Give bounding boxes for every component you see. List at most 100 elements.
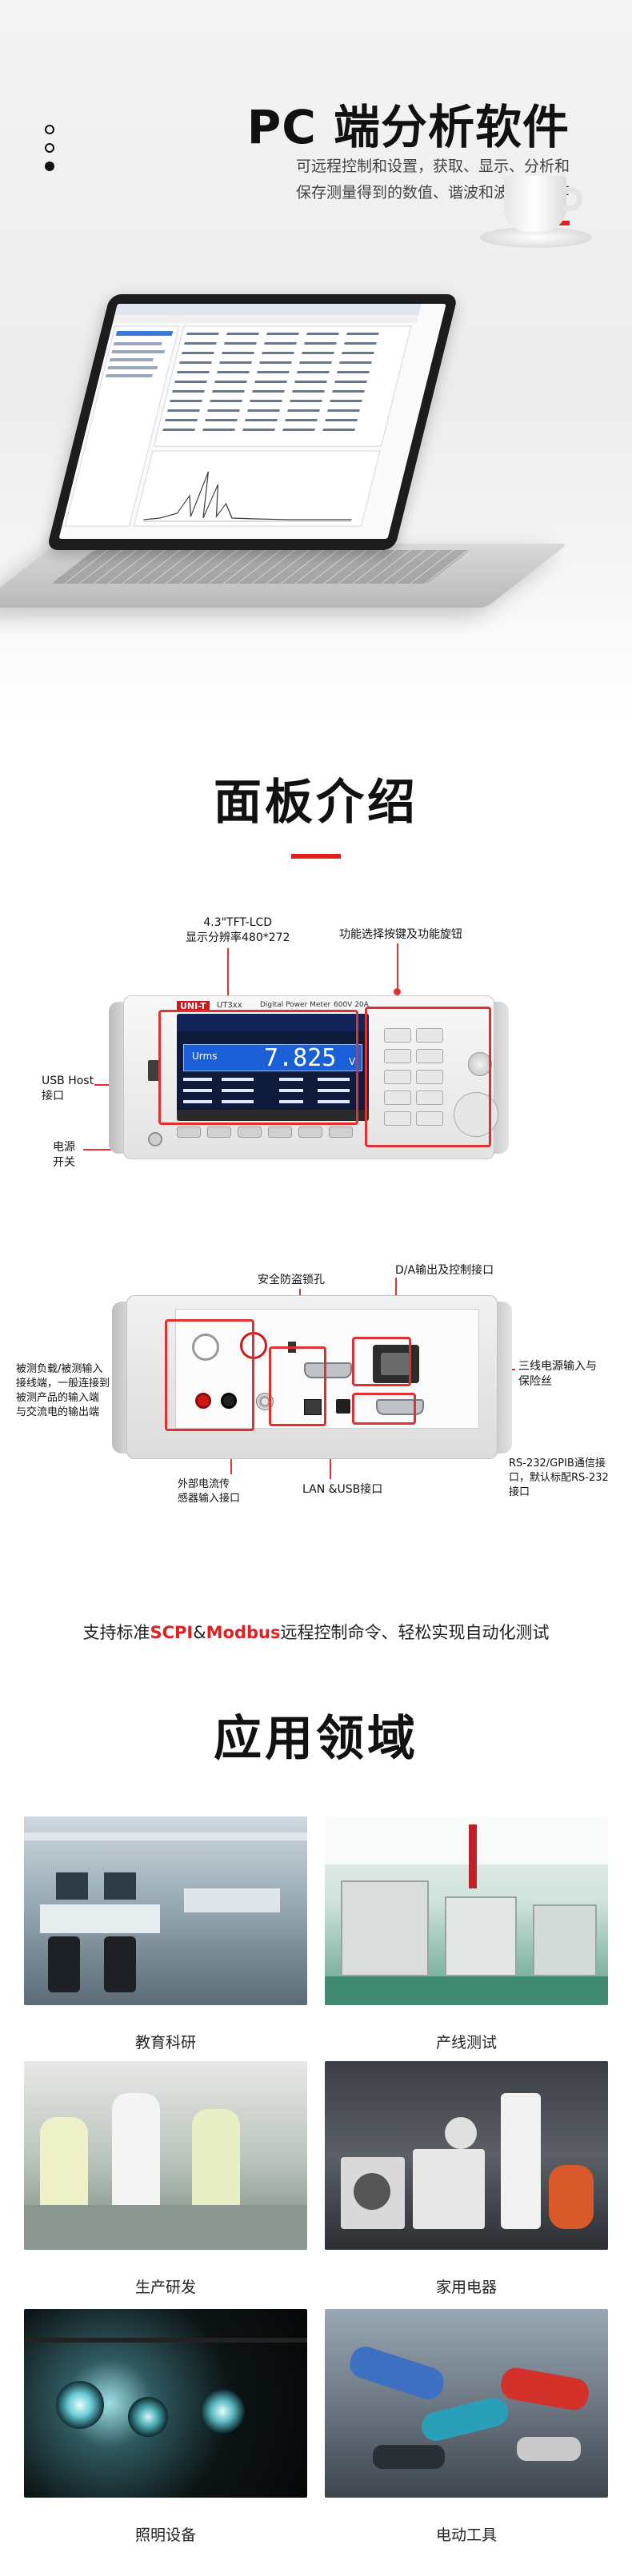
black-input-terminal-icon (221, 1393, 237, 1409)
screen-unit: V (349, 1056, 356, 1067)
usb-host-label: USB Host 接口 (42, 1075, 94, 1103)
function-key[interactable] (384, 1049, 411, 1063)
device-name: Digital Power Meter (260, 1001, 331, 1009)
power-highlight-box (352, 1337, 411, 1386)
da-lan-highlight-box (269, 1346, 326, 1426)
softkey-1[interactable] (177, 1127, 201, 1138)
software-screenshot (58, 304, 446, 539)
power-switch-label: 电源 开关 (53, 1141, 75, 1169)
app-item-production-line: 产线测试 (325, 1816, 608, 2052)
brand-logo: UNI-T (177, 1001, 210, 1011)
screen-param: Urms (192, 1051, 218, 1062)
app-item-home-appliances: 家用电器 (325, 2061, 608, 2297)
usb-port-icon (336, 1399, 350, 1414)
usb-host-port-icon (148, 1060, 161, 1081)
app-caption: 照明设备 (134, 2526, 196, 2544)
pc-software-description: 可远程控制和设置，获取、显示、分析和 保存测量得到的数值、谐波和波形数据等 (295, 158, 570, 201)
pager-dots (45, 125, 56, 180)
applications-title: 应用领域 (214, 1711, 418, 1767)
lcd-highlight-box (158, 1010, 358, 1125)
power-tools-photo (325, 2309, 608, 2498)
function-key[interactable] (416, 1049, 443, 1063)
lan-port-icon (304, 1399, 322, 1415)
power-button-icon[interactable] (148, 1132, 162, 1146)
lan-usb-label: LAN &USB接口 (302, 1483, 383, 1496)
keys-highlight-box (365, 1007, 491, 1147)
laptop-screen (46, 294, 458, 550)
function-key[interactable] (384, 1091, 411, 1105)
app-item-lighting: 照明设备 (24, 2309, 307, 2545)
app-item-rnd: 生产研发 (24, 2061, 307, 2297)
power-input-label: 三线电源输入与 保险丝 (518, 1360, 597, 1388)
home-appliances-photo (325, 2061, 608, 2250)
accent-bar (291, 854, 341, 859)
pager-dot-icon (45, 125, 54, 134)
function-key[interactable] (416, 1111, 443, 1126)
laptop-base (0, 544, 568, 608)
measured-input-label: 被测负载/被测输入 接线端，一般连接到 被测产品的输入端 与交流电的输出端 (16, 1363, 110, 1418)
app-item-power-tools: 电动工具 (325, 2309, 608, 2545)
app-caption: 产线测试 (435, 2034, 497, 2052)
app-caption: 电动工具 (435, 2526, 497, 2544)
rs232-highlight-box (352, 1393, 416, 1425)
softkey-4[interactable] (268, 1127, 292, 1138)
pager-dot-icon (45, 143, 54, 153)
front-panel-illustration: UNI-T UT3xx Digital Power Meter 600V 20A… (109, 995, 509, 1159)
cup-body (504, 176, 566, 232)
function-key-group (384, 1028, 480, 1140)
lock-hole-label: 安全防盗锁孔 (258, 1274, 325, 1286)
function-keys-label: 功能选择按键及功能旋钮 (339, 928, 462, 941)
function-key[interactable] (416, 1070, 443, 1084)
function-key[interactable] (384, 1111, 411, 1126)
screen-status-bar (177, 1014, 369, 1031)
function-key[interactable] (416, 1091, 443, 1105)
screen-main-reading: Urms 7.825 V (183, 1044, 362, 1072)
screen-value: 7.825 (264, 1044, 337, 1072)
pc-software-section: PC 端分析软件 可远程控制和设置，获取、显示、分析和 保存测量得到的数值、谐波… (0, 0, 632, 720)
softkey-row (177, 1126, 377, 1143)
panel-intro-title: 面板介绍 (214, 775, 418, 831)
red-input-terminal-icon (195, 1393, 211, 1409)
screen-softkey-bar (177, 1110, 369, 1121)
softkey-3[interactable] (238, 1127, 262, 1138)
scpi-support-text: 支持标准SCPI&Modbus远程控制命令、轻松实现自动化测试 (82, 1623, 550, 1642)
pager-dot-active-icon (45, 161, 54, 171)
front-panel-body: UNI-T UT3xx Digital Power Meter 600V 20A… (123, 995, 498, 1159)
coffee-cup-illustration (480, 160, 592, 256)
rnd-photo (24, 2061, 307, 2250)
rs232-label: RS-232/GPIB通信接 口，默认标配RS-232 接口 (509, 1457, 609, 1498)
function-key[interactable] (416, 1028, 443, 1043)
model-label: UT3xx (217, 1001, 242, 1010)
laptop-illustration (0, 280, 616, 632)
softkey-6[interactable] (329, 1127, 353, 1138)
voltage-terminal-icon (192, 1334, 219, 1361)
production-line-photo (325, 1816, 608, 2005)
app-item-education: 教育科研 (24, 1816, 307, 2052)
cup-handle (560, 187, 582, 211)
softkey-2[interactable] (207, 1127, 231, 1138)
power-inlet-icon (373, 1345, 419, 1383)
lcd-label: 4.3"TFT-LCD 显示分辨率480*272 (186, 916, 290, 944)
current-sensor-label: 外部电流传 感器输入接口 (178, 1478, 241, 1505)
rotary-knob-icon[interactable] (468, 1052, 492, 1076)
keys-pointer-dot (394, 988, 401, 995)
lcd-screen: Urms 7.825 V (177, 1014, 369, 1121)
app-caption: 教育科研 (134, 2034, 196, 2052)
function-key[interactable] (384, 1028, 411, 1043)
education-photo (24, 1816, 307, 2005)
rs232-port-icon (376, 1399, 424, 1415)
app-caption: 家用电器 (435, 2279, 497, 2296)
pc-software-title: PC 端分析软件 (246, 100, 570, 154)
lcd-pointer-line (227, 948, 229, 1004)
function-key[interactable] (384, 1070, 411, 1084)
softkey-5[interactable] (298, 1127, 322, 1138)
device-spec: 600V 20A (334, 1001, 369, 1009)
lighting-photo (24, 2309, 307, 2498)
keys-pointer-line (397, 943, 398, 991)
rear-panel-illustration (112, 1295, 512, 1459)
software-ui-graphic (64, 304, 422, 527)
da-output-label: D/A输出及控制接口 (395, 1264, 494, 1277)
app-caption: 生产研发 (134, 2279, 196, 2296)
laptop-keyboard (51, 550, 470, 584)
